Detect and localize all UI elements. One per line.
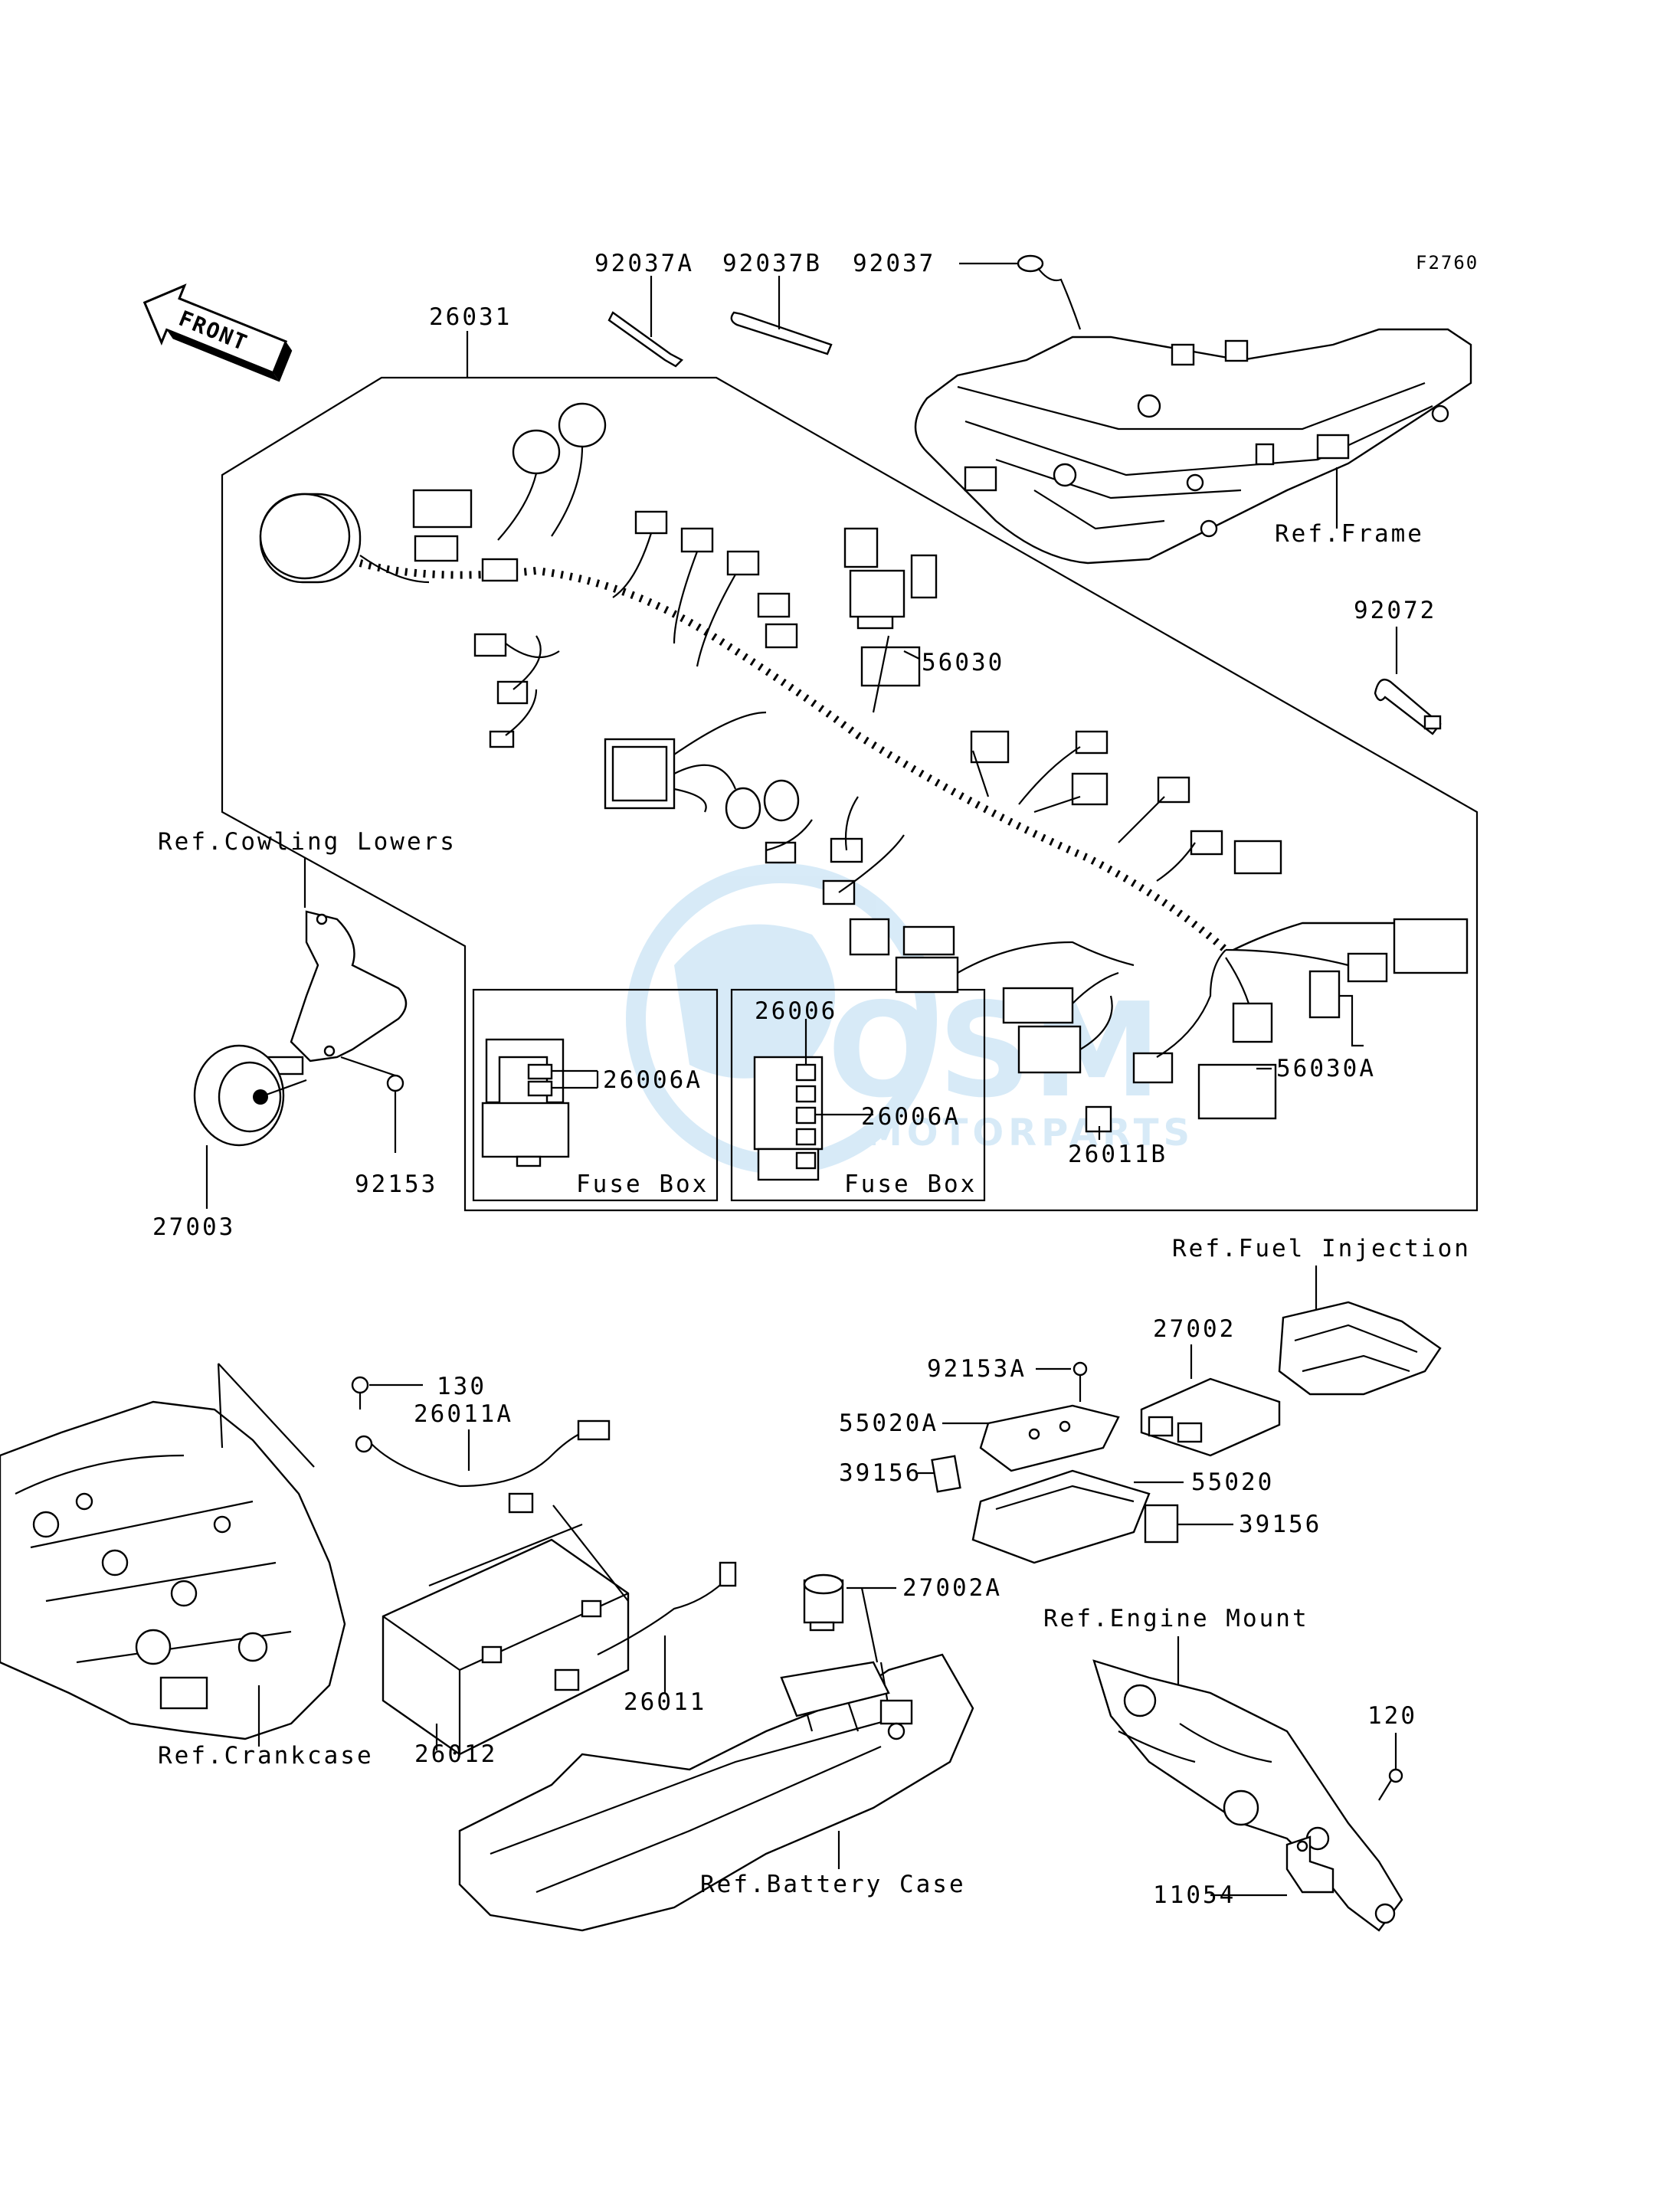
pad-39156-right [1144,1504,1179,1544]
part-label-92153: 92153 [355,1171,437,1198]
part-label-26006A-right: 26006A [861,1103,961,1131]
ref-frame: Ref.Frame [1275,520,1424,548]
bolt-130 [351,1376,369,1410]
cover-55020A [979,1404,1120,1472]
part-label-55020A: 55020A [839,1410,938,1437]
part-label-92072: 92072 [1354,597,1436,624]
fuse-box-right-label: Fuse Box [844,1171,977,1198]
cable-26011A [355,1419,611,1514]
cable-26011 [554,1561,737,1691]
ref-crankcase: Ref.Crankcase [158,1742,374,1770]
ecu-27002 [1140,1377,1281,1457]
part-label-27002: 27002 [1153,1315,1236,1343]
fuse-box-left-frame [472,988,719,1202]
part-label-92037A: 92037A [594,250,694,277]
clamp-92037B [730,311,833,355]
clamp-92037A [607,311,683,368]
watermark-sub: MOTORPARTS [866,1112,1194,1154]
fuse-box-left-label: Fuse Box [576,1171,709,1198]
tie-band-92072 [1374,678,1442,735]
bolt-92153A [1073,1361,1088,1402]
part-label-55020: 55020 [1191,1468,1274,1496]
battery-case [458,1653,974,1932]
ref-battery-case: Ref.Battery Case [700,1871,966,1898]
part-label-26011B: 26011B [1068,1141,1167,1168]
horn-bracket [263,910,408,1076]
frame-assembly [914,328,1472,565]
part-label-26006A-left: 26006A [603,1066,702,1094]
bracket-11054 [1285,1835,1335,1894]
crankcase [0,1363,346,1740]
part-label-39156-left: 39156 [839,1459,922,1487]
part-label-130: 130 [437,1373,486,1400]
clip-92037 [1017,254,1082,330]
fuel-injection-bracket [1278,1301,1442,1396]
part-label-56030: 56030 [922,649,1004,676]
fuse-box-right-frame [730,988,986,1202]
part-label-27002A: 27002A [902,1574,1002,1602]
fuse-box-left [481,1038,599,1167]
fuse-box-right [753,1019,873,1181]
part-label-26011A: 26011A [414,1400,513,1428]
part-label-39156-right: 39156 [1239,1511,1321,1538]
part-label-92153A: 92153A [927,1355,1027,1383]
horn-27003 [193,1044,307,1147]
battery-26012 [382,1505,630,1756]
part-label-26011: 26011 [624,1688,706,1716]
part-label-92037: 92037 [853,250,935,277]
bolt-92153 [386,1074,404,1092]
relay-27002A [803,1573,844,1632]
ref-cowling-lowers: Ref.Cowling Lowers [158,828,457,856]
watermark-main: OSM [827,975,1161,1127]
front-arrow-icon: FRONT [142,283,293,382]
figure-code: F2760 [1416,252,1479,273]
pad-39156-left [931,1455,961,1493]
part-label-120: 120 [1367,1702,1417,1730]
wiring-harness-26031 [259,402,1469,1133]
harness-group-outline [221,376,1479,1212]
ref-fuel-injection: Ref.Fuel Injection [1172,1235,1471,1262]
part-label-11054: 11054 [1153,1881,1236,1909]
part-label-26031: 26031 [429,303,512,331]
part-label-26006: 26006 [755,997,837,1025]
ref-engine-mount: Ref.Engine Mount [1043,1605,1309,1632]
engine-mount [1092,1659,1403,1932]
bolt-120 [1378,1768,1403,1801]
part-label-56030A: 56030A [1276,1055,1376,1082]
part-label-92037B: 92037B [722,250,822,277]
case-55020 [971,1469,1151,1564]
part-label-27003: 27003 [152,1213,235,1241]
part-label-26012: 26012 [414,1740,497,1768]
